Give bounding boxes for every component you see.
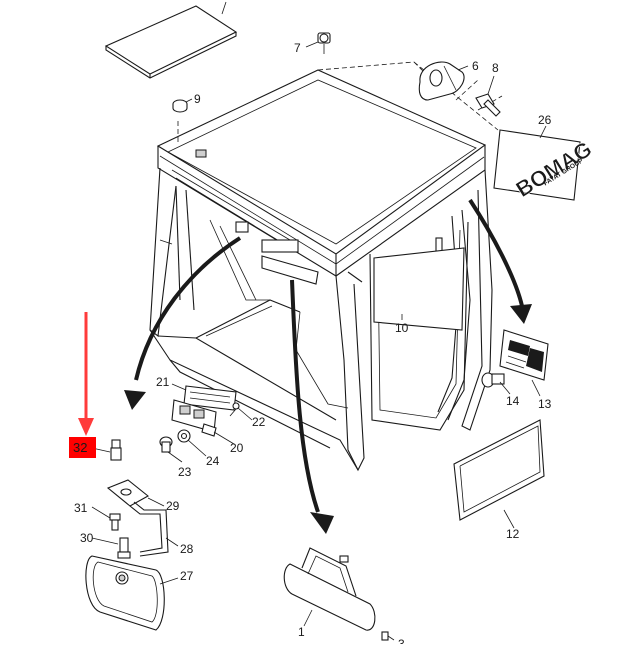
callout-13: 13 — [538, 397, 552, 411]
part-26-brand-decal: BOMAG FAYAT GROUP — [493, 129, 596, 202]
callout-22: 22 — [252, 415, 266, 429]
part-29-mirror-bracket — [106, 479, 149, 507]
part-14-rivet — [481, 372, 505, 388]
part-9-cap — [172, 99, 188, 113]
highlight-label: 32 — [73, 440, 87, 455]
callout-labels: 25 7 6 8 9 26 10 21 14 13 22 20 23 24 31… — [74, 0, 552, 649]
highlight-marker: 32 — [69, 312, 96, 458]
part-31-screw — [109, 513, 121, 531]
callout-7: 7 — [294, 41, 301, 55]
part-30-stud — [117, 537, 131, 559]
callout-21: 21 — [156, 375, 170, 389]
highlight-arrow-head — [78, 418, 94, 436]
callout-31: 31 — [74, 501, 88, 515]
part-3-screw — [381, 631, 389, 641]
part-1-sun-visor — [283, 547, 376, 631]
part-24-washer — [177, 429, 191, 443]
part-20-light-housing — [171, 399, 217, 437]
part-23-bolt — [159, 436, 173, 453]
part-22-screw — [229, 402, 240, 417]
callout-28: 28 — [180, 542, 194, 556]
callout-3: 3 — [398, 637, 405, 644]
arrow-to-label — [468, 198, 524, 307]
part-28-mirror-arm — [129, 501, 169, 557]
highlight-box — [69, 437, 96, 458]
callout-23: 23 — [178, 465, 192, 479]
callout-8: 8 — [492, 61, 499, 75]
part-21-interior-light — [183, 385, 237, 411]
arrow-to-visor — [290, 279, 320, 513]
part-25-cover-panel — [104, 5, 238, 79]
callout-29: 29 — [166, 499, 180, 513]
callout-20: 20 — [230, 441, 244, 455]
part-12-glass-panel — [453, 419, 545, 521]
part-27-rear-view-mirror — [85, 555, 165, 631]
part-7-bolt — [317, 32, 331, 54]
callout-30: 30 — [80, 531, 94, 545]
callout-26: 26 — [538, 113, 552, 127]
part-32-nut — [110, 439, 122, 461]
callout-25: 25 — [216, 0, 230, 2]
part-6-hinge-bracket — [418, 61, 465, 101]
part-10-side-window — [373, 247, 465, 331]
leader-lines — [91, 1, 547, 641]
callout-14: 14 — [506, 394, 520, 408]
part-8-screw — [475, 93, 501, 117]
callout-24: 24 — [206, 454, 220, 468]
arrow-to-light — [134, 236, 242, 381]
callout-10: 10 — [395, 321, 409, 335]
callout-6: 6 — [472, 59, 479, 73]
callout-9: 9 — [194, 92, 201, 106]
assembly-arrows — [124, 198, 532, 534]
callout-12: 12 — [506, 527, 520, 541]
callout-27: 27 — [180, 569, 194, 583]
part-13-warning-label — [499, 329, 549, 381]
callout-1: 1 — [298, 625, 305, 639]
